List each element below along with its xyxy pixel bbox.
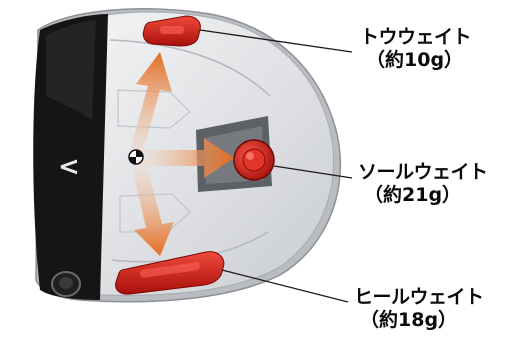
heel-weight-callout: ヒールウェイト （約18g） xyxy=(354,286,484,332)
leader-line-sole xyxy=(273,165,353,179)
sole-weight-value: （約21g） xyxy=(364,183,462,206)
leader-line-heel xyxy=(221,269,349,303)
leader-line-toe xyxy=(199,29,353,53)
sole-contour xyxy=(109,39,271,97)
heel-weight-label: ヒールウェイト xyxy=(354,286,484,308)
toe-weight-label: トウウェイト xyxy=(360,26,472,48)
arrow-right-sole xyxy=(140,138,234,178)
heel-weight-value: （約18g） xyxy=(360,308,458,331)
face-chevron: < xyxy=(58,152,80,182)
arrow-down-heel xyxy=(132,162,174,256)
face-highlight xyxy=(46,20,96,120)
sole-weight-callout: ソールウェイト （約21g） xyxy=(358,161,488,207)
arrow-up-toe xyxy=(128,52,172,162)
sole-weight-label: ソールウェイト xyxy=(358,161,488,183)
toe-weight-callout: トウウェイト （約10g） xyxy=(360,26,472,72)
toe-weight-value: （約10g） xyxy=(366,48,464,71)
